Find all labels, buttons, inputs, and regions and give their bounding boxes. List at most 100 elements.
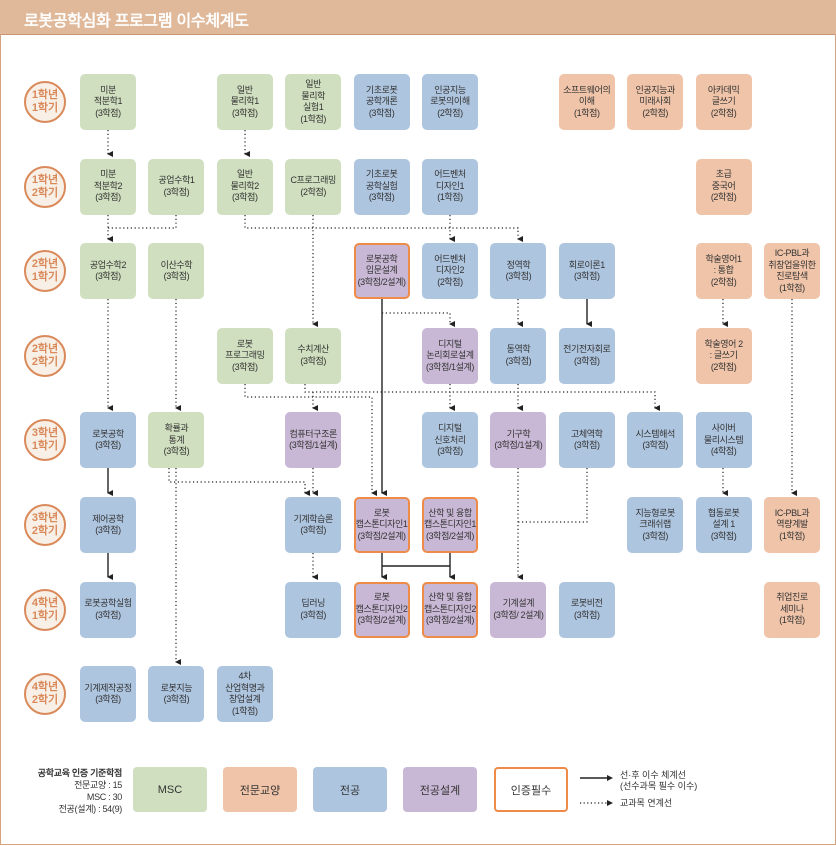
course-credit: (3학점/2설계) bbox=[425, 615, 475, 626]
course-box[interactable]: 어드벤처 디자인2(2학점) bbox=[422, 243, 478, 300]
course-credit: (3학점) bbox=[368, 107, 395, 118]
course-box[interactable]: 고체역학(3학점) bbox=[558, 412, 615, 469]
course-box[interactable]: 기초로봇 공학실험(3학점) bbox=[353, 158, 410, 215]
course-box[interactable]: 공업수학2(3학점) bbox=[80, 243, 136, 300]
course-box[interactable]: 학술영어 2 : 글쓰기(2학점) bbox=[695, 327, 752, 384]
course-title: 전기전자회로 bbox=[563, 344, 611, 355]
course-box[interactable]: 로봇지능(3학점) bbox=[148, 666, 205, 723]
course-box[interactable]: 인공지능 로봇의이해(2학점) bbox=[422, 74, 478, 130]
semester-label: 1학년 1학기 bbox=[24, 81, 66, 123]
course-credit: (2학점) bbox=[710, 192, 737, 203]
course-box[interactable]: 인공지능과 미래사회(2학점) bbox=[627, 74, 684, 130]
course-box[interactable]: 동역학(3학점) bbox=[490, 327, 547, 384]
course-credit: (3학점) bbox=[574, 609, 600, 620]
course-box[interactable]: 소프트웨어의 이해(1학점) bbox=[558, 74, 615, 130]
course-credit: (3학점/1설계) bbox=[494, 440, 543, 451]
course-box[interactable]: 기구학(3학점/1설계) bbox=[490, 412, 547, 469]
course-credit: (3학점/1설계) bbox=[289, 440, 338, 451]
course-box[interactable]: 확률과 통계(3학점) bbox=[148, 412, 205, 469]
course-box[interactable]: 일반 물리학2(3학점) bbox=[216, 158, 273, 215]
course-box[interactable]: 기초로봇 공학개론(3학점) bbox=[353, 74, 410, 130]
course-box[interactable]: 로봇비전(3학점) bbox=[558, 581, 615, 638]
course-credit: (4학점) bbox=[710, 446, 737, 457]
page-header: 로봇공학심화 프로그램 이수체계도 bbox=[0, 0, 836, 35]
course-box[interactable]: IC-PBL과 취창업을위한 진로탐색(1학점) bbox=[764, 243, 820, 300]
course-box[interactable]: 로봇공학실험(3학점) bbox=[80, 581, 136, 638]
course-box[interactable]: 지능형로봇 크래쉬랩(3학점) bbox=[627, 497, 684, 553]
course-credit: (2학점) bbox=[710, 276, 737, 287]
course-credit: (3학점) bbox=[368, 192, 395, 203]
course-box[interactable]: 사이버 물리시스템(4학점) bbox=[695, 412, 752, 469]
course-box[interactable]: 기계학습론(3학점) bbox=[285, 497, 342, 553]
course-box[interactable]: 제어공학(3학점) bbox=[80, 497, 136, 553]
course-box[interactable]: 로봇 캡스톤디자인2(3학점/2설계) bbox=[353, 581, 410, 638]
course-box[interactable]: 일반 물리학 실험1(1학점) bbox=[285, 74, 342, 130]
course-box[interactable]: 기계설계(3학점/ 2설계) bbox=[490, 581, 547, 638]
course-box[interactable]: 산학 및 융합 캡스톤디자인2(3학점/2설계) bbox=[422, 581, 478, 638]
course-credit: (3학점) bbox=[95, 609, 121, 620]
credit-requirements-title: 공학교육 인증 기준학점 bbox=[37, 768, 123, 778]
semester-label: 2학년 2학기 bbox=[24, 334, 66, 377]
course-box[interactable]: 어드벤처 디자인1(1학점) bbox=[422, 158, 478, 215]
course-box[interactable]: 미분 적분학2(3학점) bbox=[80, 158, 136, 215]
course-credit: (3학점) bbox=[574, 271, 600, 282]
course-title: 정역학 bbox=[506, 259, 531, 270]
course-box[interactable]: 로봇 프로그래밍(3학점) bbox=[216, 327, 273, 384]
course-credit: (3학점) bbox=[163, 186, 190, 197]
course-credit: (3학점) bbox=[505, 355, 532, 366]
course-credit: (3학점) bbox=[574, 355, 600, 366]
legend-dotted-line-label: 교과목 연계선 bbox=[620, 798, 673, 808]
legend-major: 전공 bbox=[313, 767, 387, 812]
course-credit: (3학점) bbox=[95, 525, 121, 535]
course-box[interactable]: 산학 및 융합 캡스톤디자인1(3학점/2설계) bbox=[422, 497, 478, 553]
course-box[interactable]: 학술영어1 : 통합(2학점) bbox=[695, 243, 752, 300]
semester-label: 4학년 2학기 bbox=[24, 673, 66, 716]
course-credit: (3학점) bbox=[232, 192, 258, 203]
course-box[interactable]: 전기전자회로(3학점) bbox=[558, 327, 615, 384]
course-title: 확률과 통계 bbox=[164, 423, 189, 445]
course-box[interactable]: 컴퓨터구조론(3학점/1설계) bbox=[285, 412, 342, 469]
legend-required: 인증필수 bbox=[494, 767, 568, 812]
course-credit: (1학점) bbox=[779, 615, 805, 626]
legend-solid-line-label: 선·후 이수 체계선 (선수과목 필수 이수) bbox=[620, 770, 698, 791]
course-box[interactable]: 수치계산(3학점) bbox=[285, 327, 342, 384]
course-box[interactable]: 딥러닝(3학점) bbox=[285, 581, 342, 638]
course-credit: (3학점) bbox=[300, 355, 326, 366]
course-box[interactable]: 초급 중국어(2학점) bbox=[695, 158, 752, 215]
course-box[interactable]: IC-PBL과 역량계발(1학점) bbox=[764, 497, 820, 553]
course-box[interactable]: 디지털 논리회로설계(3학점/1설계) bbox=[422, 327, 478, 384]
course-box[interactable]: 로봇공학(3학점) bbox=[80, 412, 136, 469]
course-box[interactable]: 이산수학(3학점) bbox=[148, 243, 205, 300]
course-box[interactable]: 취업진로 세미나(1학점) bbox=[764, 581, 820, 638]
course-credit: (2학점) bbox=[437, 276, 463, 287]
course-title: 로봇 프로그래밍 bbox=[225, 338, 265, 361]
course-box[interactable]: 일반 물리학1(3학점) bbox=[216, 74, 273, 130]
course-box[interactable]: 협동로봇 설계 1(3학점) bbox=[695, 497, 752, 553]
course-box[interactable]: 미분 적분학1(3학점) bbox=[80, 74, 136, 130]
credit-major: 전공(설계) : 54(9) bbox=[58, 804, 123, 814]
course-title: IC-PBL과 취창업을위한 진로탐색 bbox=[768, 248, 816, 282]
course-title: 로봇 캡스톤디자인2 bbox=[355, 592, 408, 614]
course-box[interactable]: 시스템해석(3학점) bbox=[627, 412, 684, 469]
course-title: 딥러닝 bbox=[301, 598, 325, 609]
course-credit: (3학점/2설계) bbox=[357, 615, 406, 626]
course-credit: (2학점) bbox=[710, 361, 737, 372]
course-title: 일반 물리학 실험1 bbox=[301, 79, 325, 112]
course-box[interactable]: 아카데믹 글쓰기(2학점) bbox=[695, 74, 752, 130]
course-box[interactable]: 로봇공학 입문설계(3학점/2설계) bbox=[353, 243, 410, 300]
course-box[interactable]: 정역학(3학점) bbox=[490, 243, 547, 300]
course-box[interactable]: C프로그래밍(2학점) bbox=[285, 158, 342, 215]
course-title: 로봇지능 bbox=[160, 682, 193, 693]
course-box[interactable]: 디지털 신호처리(3학점) bbox=[422, 412, 478, 469]
course-credit: (2학점) bbox=[437, 107, 463, 118]
course-title: 학술영어1 : 통합 bbox=[705, 253, 743, 276]
course-credit: (3학점) bbox=[300, 609, 326, 620]
course-credit: (3학점) bbox=[437, 446, 463, 457]
course-box[interactable]: 로봇 캡스톤디자인1(3학점/2설계) bbox=[353, 497, 410, 553]
course-title: 로봇공학 bbox=[92, 428, 124, 439]
course-box[interactable]: 회로이론1(3학점) bbox=[558, 243, 615, 300]
course-title: C프로그래밍 bbox=[290, 175, 336, 186]
course-box[interactable]: 4차 산업혁명과 창업설계(1학점) bbox=[216, 666, 273, 723]
course-box[interactable]: 공업수학1(3학점) bbox=[148, 158, 205, 215]
course-box[interactable]: 기계제작공정(3학점) bbox=[80, 666, 136, 723]
